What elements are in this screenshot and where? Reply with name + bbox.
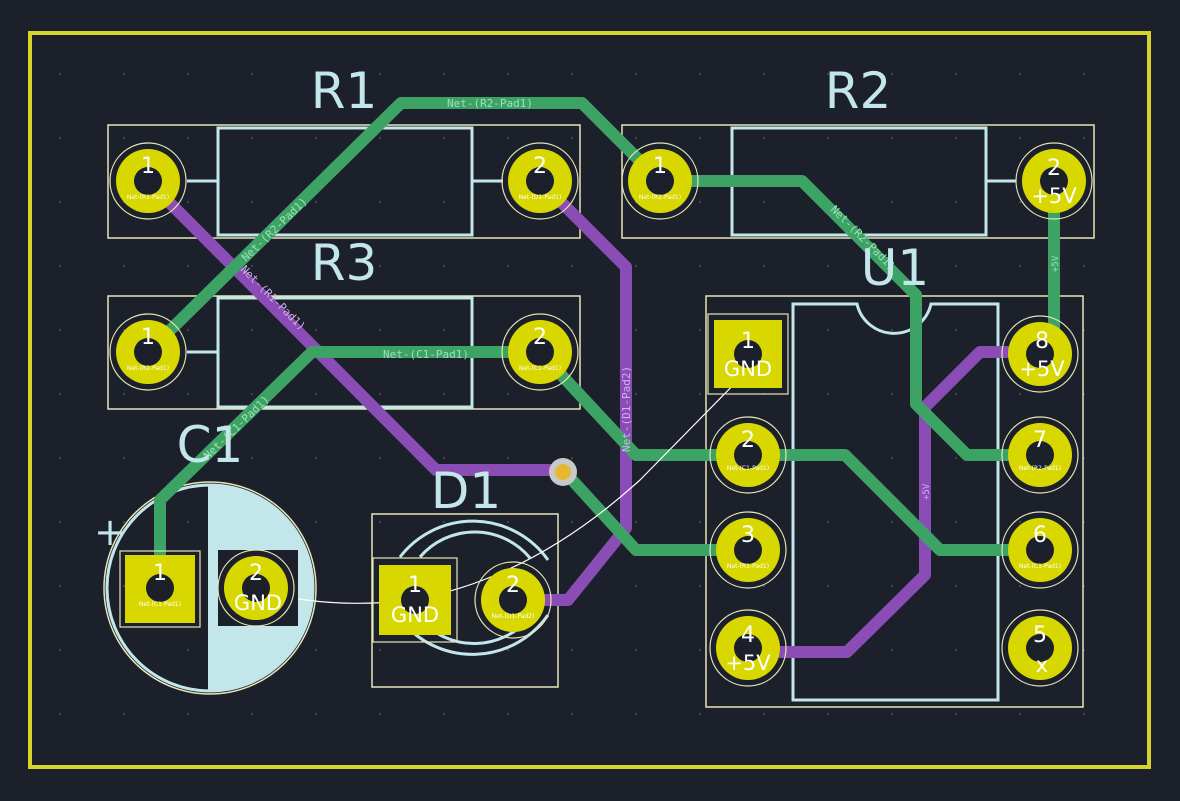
c1-pad1-net: Net-(C1-Pad1) (139, 601, 181, 608)
r3-courtyard (107, 295, 581, 410)
ref-d1[interactable]: D1 (431, 462, 501, 520)
u1-pad1-num: 1 (741, 329, 755, 354)
r2-pad2-num: 2 (1047, 156, 1061, 181)
r1-pad2-net: Net-(D1-Pad1) (519, 194, 562, 201)
u1-courtyard (705, 295, 1084, 708)
u1-pad7-num: 7 (1033, 428, 1047, 453)
u1-pad8-net: +5V (1019, 357, 1065, 381)
label-d1-pad2-vert: Net-(D1-Pad2) (620, 366, 633, 452)
label-r2-pad1-diag: Net-(R2-Pad1) (239, 195, 310, 264)
trace-r1-pad1[interactable] (142, 175, 569, 476)
r2-pad2[interactable]: 2 +5V (1015, 142, 1093, 220)
r3-pad2-net: Net-(C1-Pad1) (519, 365, 561, 372)
c1-pad2-num: 2 (249, 561, 263, 586)
d1-pad1-net: GND (391, 603, 439, 627)
ratsnest (255, 369, 749, 604)
r1-pad1-net: Net-(R1-Pad1) (127, 194, 169, 201)
r2-pad1[interactable]: 1 Net-(R2-Pad1) (621, 142, 699, 220)
d1-pad2-num: 2 (506, 573, 520, 598)
r3-pad1[interactable]: 1 Net-(R2-Pad1) (109, 313, 187, 391)
c1-pad2-net: GND (234, 591, 282, 615)
u1-body (791, 302, 1000, 702)
u1-pad5-num: 5 (1033, 623, 1047, 648)
c1-pad2[interactable]: 2 GND (217, 549, 298, 627)
u1-pad1-net: GND (724, 357, 772, 381)
reference-designators: R1 R2 R3 U1 C1 D1 + (94, 62, 929, 554)
r1-pad1[interactable]: 1 Net-(R1-Pad1) (109, 142, 187, 220)
u1-pad4-num: 4 (741, 623, 755, 648)
d1-pad1-num: 1 (408, 573, 422, 598)
u1-pad3[interactable]: 3 Net-(R1-Pad1) (709, 511, 787, 589)
u1-pad3-num: 3 (741, 523, 755, 548)
u1-pad8-num: 8 (1035, 329, 1049, 354)
u1-pad1[interactable]: 1 GND (707, 313, 789, 395)
trace-plus5v-u1[interactable] (742, 346, 1046, 658)
c1-courtyard (103, 481, 317, 695)
c1-pad1-num: 1 (153, 561, 167, 586)
label-r2-pad1-top: Net-(R2-Pad1) (447, 97, 533, 110)
u1-pad7-net: Net-(R2-Pad1) (1019, 465, 1061, 472)
r1-body (216, 126, 474, 237)
label-c1-pad1-horiz: Net-(C1-Pad1) (383, 348, 469, 361)
r3-pad1-num: 1 (141, 325, 155, 350)
d1-pad2-net: Net-(D1-Pad2) (492, 613, 535, 620)
r2-pad2-net: +5V (1031, 184, 1077, 208)
pads: 1 Net-(R1-Pad1) 2 Net-(D1-Pad1) 1 Net-(R… (109, 142, 1093, 687)
traces (142, 97, 1060, 658)
trace-d1-pad2[interactable] (507, 175, 632, 606)
ref-r1[interactable]: R1 (311, 62, 378, 120)
r1-courtyard (107, 124, 581, 239)
ref-r3[interactable]: R3 (311, 234, 378, 292)
d1-pad1[interactable]: 1 GND (372, 557, 458, 643)
u1-pad4-net: +5V (725, 651, 771, 675)
r2-pad1-num: 1 (653, 154, 667, 179)
u1-pad2-num: 2 (741, 428, 755, 453)
grid (59, 73, 1085, 715)
u1-pad7[interactable]: 7 Net-(R2-Pad1) (1001, 416, 1079, 494)
r2-pad1-net: Net-(R2-Pad1) (639, 194, 681, 201)
label-plus5v-u1: +5V (922, 483, 932, 500)
u1-pad2[interactable]: 2 Net-(C1-Pad1) (709, 416, 787, 494)
ref-c1[interactable]: C1 (177, 416, 244, 474)
u1-pad5[interactable]: 5 x (1001, 609, 1079, 687)
r1-pad2-num: 2 (533, 154, 547, 179)
r3-pad1-net: Net-(R2-Pad1) (127, 365, 169, 372)
u1-pad6[interactable]: 6 Net-(C1-Pad1) (1001, 511, 1079, 589)
r1-pad1-num: 1 (141, 154, 155, 179)
label-plus5v-r2: +5V (1051, 255, 1061, 272)
trace-c1-pad1-b[interactable] (534, 346, 1046, 556)
c1-pad1[interactable]: 1 Net-(C1-Pad1) (119, 550, 201, 628)
u1-pad6-net: Net-(C1-Pad1) (1019, 563, 1061, 570)
ref-u1[interactable]: U1 (861, 239, 929, 297)
c1-polarity-mark: + (94, 510, 126, 554)
u1-pad2-net: Net-(C1-Pad1) (727, 465, 769, 472)
u1-pad8[interactable]: 8 +5V (1001, 315, 1079, 393)
trace-r1-to-u1-3[interactable] (557, 464, 754, 556)
u1-pad4[interactable]: 4 +5V (709, 609, 787, 687)
trace-r2-pad1[interactable] (142, 97, 1046, 461)
u1-pad3-net: Net-(R1-Pad1) (727, 563, 769, 570)
u1-pad5-net: x (1036, 653, 1048, 677)
ratsnest-gnd (255, 369, 749, 604)
u1-pad6-num: 6 (1033, 523, 1047, 548)
r3-pad2-num: 2 (533, 325, 547, 350)
r3-pad2[interactable]: 2 Net-(C1-Pad1) (501, 313, 579, 391)
board-outline[interactable] (28, 31, 1151, 769)
r1-pad2[interactable]: 2 Net-(D1-Pad1) (501, 142, 579, 220)
via[interactable] (549, 458, 577, 486)
trace-c1-pad1-a[interactable] (154, 346, 546, 586)
ref-r2[interactable]: R2 (825, 62, 892, 120)
d1-pad2[interactable]: 2 Net-(D1-Pad2) (474, 561, 552, 639)
d1-arc-top (398, 519, 550, 561)
